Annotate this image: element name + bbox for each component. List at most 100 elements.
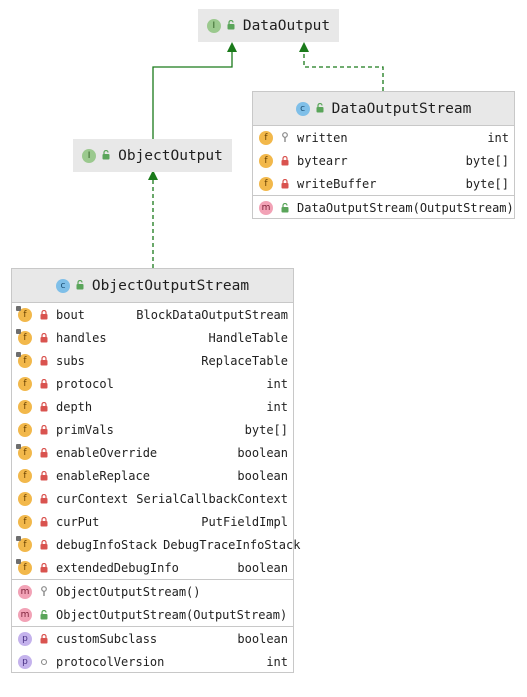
- member-type: int: [266, 376, 288, 391]
- arrowhead-dataoutput-left: [227, 42, 237, 52]
- property-icon: p: [18, 654, 32, 669]
- field-icon: f: [18, 468, 32, 483]
- class-header: c ObjectOutputStream: [12, 269, 293, 302]
- field-row[interactable]: f bytearr byte[]: [253, 149, 514, 172]
- field-row[interactable]: f subs ReplaceTable: [12, 349, 293, 372]
- private-lock-icon: [38, 447, 50, 458]
- member-type: boolean: [237, 445, 288, 460]
- member-name: subs: [56, 353, 85, 368]
- class-objectoutputstream[interactable]: c ObjectOutputStream f bout BlockDataOutpu…: [11, 268, 300, 673]
- field-row[interactable]: f bout BlockDataOutputStream: [12, 303, 293, 326]
- member-type: boolean: [237, 560, 288, 575]
- field-type: int: [487, 130, 509, 145]
- private-lock-icon: [38, 355, 50, 366]
- interface-icon: I: [82, 148, 97, 163]
- methods-section: m DataOutputStream(OutputStream): [253, 195, 514, 219]
- field-icon: f: [259, 153, 273, 168]
- member-type: ReplaceTable: [201, 353, 288, 368]
- field-icon: f: [16, 328, 32, 345]
- private-lock-icon: [38, 309, 50, 320]
- field-row[interactable]: f primVals byte[]: [12, 418, 293, 441]
- final-marker-icon: [16, 443, 21, 449]
- member-type: boolean: [237, 631, 288, 646]
- member-name: bout: [56, 307, 85, 322]
- member-name: curContext: [56, 491, 129, 506]
- field-name: written: [297, 130, 348, 145]
- field-row[interactable]: f debugInfoStack DebugTraceInfoStack: [12, 533, 300, 556]
- field-type: byte[]: [465, 153, 509, 168]
- member-type: PutFieldImpl: [201, 514, 288, 529]
- field-row[interactable]: f enableReplace boolean: [12, 464, 293, 487]
- field-icon: f: [16, 535, 32, 552]
- member-name: primVals: [56, 422, 114, 437]
- field-type: byte[]: [465, 176, 509, 191]
- property-icon: p: [18, 631, 32, 646]
- method-row[interactable]: m DataOutputStream(OutputStream): [253, 196, 514, 219]
- method-row[interactable]: m ObjectOutputStream(OutputStream): [12, 603, 293, 626]
- lock-open-icon: [102, 148, 110, 164]
- final-marker-icon: [16, 558, 21, 564]
- member-name: customSubclass: [56, 631, 158, 646]
- field-row[interactable]: f written int: [253, 126, 514, 149]
- member-name: debugInfoStack: [56, 537, 158, 552]
- member-name: ObjectOutputStream(OutputStream): [56, 607, 288, 622]
- private-lock-icon: [38, 516, 50, 527]
- member-type: BlockDataOutputStream: [136, 307, 288, 322]
- final-marker-icon: [16, 305, 21, 311]
- lock-open-icon: [227, 18, 235, 34]
- private-lock-icon: [38, 493, 50, 504]
- interface-icon: I: [206, 18, 221, 33]
- field-name: writeBuffer: [297, 176, 377, 191]
- method-icon: m: [259, 200, 273, 215]
- class-icon: c: [55, 278, 70, 293]
- method-icon: m: [18, 584, 32, 599]
- class-dataoutput[interactable]: I DataOutput: [198, 9, 339, 42]
- arrowhead-dataoutput-right: [299, 42, 309, 52]
- class-header: I DataOutput: [198, 9, 339, 42]
- private-lock-icon: [38, 562, 50, 573]
- property-row[interactable]: p customSubclass boolean: [12, 627, 293, 650]
- lock-open-icon: [316, 101, 324, 117]
- member-name: protocolVersion: [56, 654, 165, 669]
- package-visibility-icon: [38, 658, 50, 666]
- member-type: DebugTraceInfoStack: [163, 537, 301, 552]
- field-icon: f: [16, 305, 32, 322]
- class-dataoutputstream[interactable]: c DataOutputStream f written int f bytea…: [252, 91, 515, 219]
- edge-objectoutput-to-dataoutput: [152, 44, 233, 140]
- lock-open-icon: [76, 278, 84, 294]
- method-icon: m: [18, 607, 32, 622]
- field-icon: f: [18, 514, 32, 529]
- edge-dataoutputstream-to-dataoutput: [303, 44, 384, 91]
- private-lock-icon: [38, 539, 50, 550]
- class-name: ObjectOutput: [118, 147, 223, 164]
- field-icon: f: [16, 351, 32, 368]
- field-row[interactable]: f writeBuffer byte[]: [253, 172, 514, 195]
- final-marker-icon: [16, 328, 21, 334]
- private-lock-icon: [38, 633, 50, 644]
- private-lock-icon: [38, 378, 50, 389]
- private-lock-icon: [38, 470, 50, 481]
- field-name: bytearr: [297, 153, 348, 168]
- field-icon: f: [16, 558, 32, 575]
- member-type: byte[]: [244, 422, 288, 437]
- arrowhead-objectoutput: [148, 170, 158, 180]
- class-objectoutput[interactable]: I ObjectOutput: [73, 139, 232, 172]
- private-lock-icon: [38, 332, 50, 343]
- member-name: enableReplace: [56, 468, 150, 483]
- field-icon: f: [18, 422, 32, 437]
- member-name: enableOverride: [56, 445, 158, 460]
- member-type: HandleTable: [208, 330, 288, 345]
- member-type: boolean: [237, 468, 288, 483]
- package-visibility-icon: [279, 132, 291, 143]
